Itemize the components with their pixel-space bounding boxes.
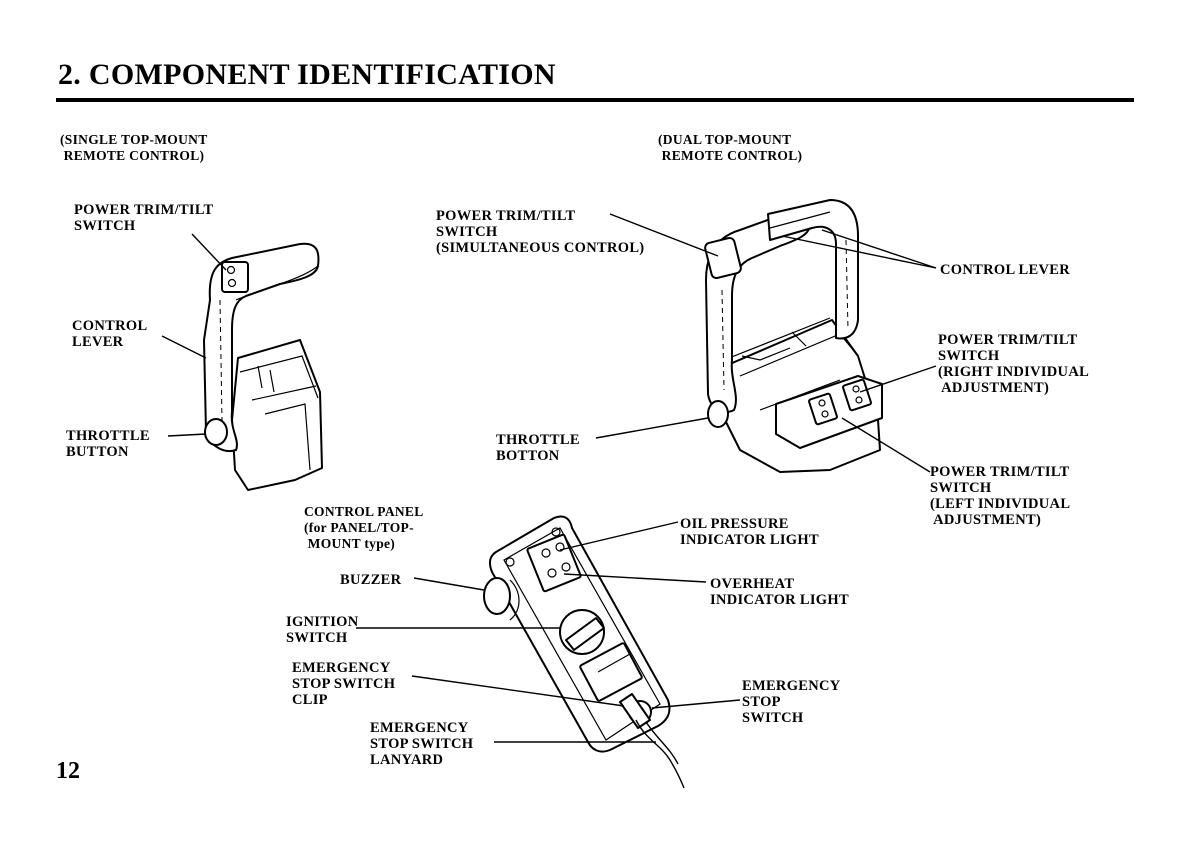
single-throttle-button-label: THROTTLE BUTTON bbox=[66, 428, 150, 460]
single-remote-caption: (SINGLE TOP-MOUNT REMOTE CONTROL) bbox=[60, 132, 208, 163]
page-title: 2. COMPONENT IDENTIFICATION bbox=[58, 58, 556, 91]
dual-trim-switch-simultaneous-label: POWER TRIM/TILT SWITCH (SIMULTANEOUS CON… bbox=[436, 208, 645, 256]
single-control-lever-label: CONTROL LEVER bbox=[72, 318, 148, 350]
buzzer-label: BUZZER bbox=[340, 572, 402, 588]
dual-trim-switch-right-label: POWER TRIM/TILT SWITCH (RIGHT INDIVIDUAL… bbox=[938, 332, 1090, 396]
dual-control-lever-label: CONTROL LEVER bbox=[940, 262, 1070, 278]
dual-throttle-button-label: THROTTLE BOTTON bbox=[496, 432, 580, 464]
ignition-switch-label: IGNITION SWITCH bbox=[286, 614, 359, 646]
dual-remote-control-drawing bbox=[704, 199, 883, 473]
overheat-light-label: OVERHEAT INDICATOR LIGHT bbox=[710, 576, 849, 608]
control-panel-drawing bbox=[483, 515, 685, 789]
emergency-stop-switch-label: EMERGENCY STOP SWITCH bbox=[742, 678, 841, 726]
single-trim-switch-label: POWER TRIM/TILT SWITCH bbox=[74, 202, 214, 234]
oil-pressure-light-label: OIL PRESSURE INDICATOR LIGHT bbox=[680, 516, 819, 548]
page-number: 12 bbox=[56, 758, 80, 784]
emergency-stop-clip-label: EMERGENCY STOP SWITCH CLIP bbox=[292, 660, 396, 708]
single-remote-control-drawing bbox=[203, 242, 323, 491]
emergency-stop-lanyard-label: EMERGENCY STOP SWITCH LANYARD bbox=[370, 720, 474, 768]
leader-lines bbox=[161, 213, 937, 743]
title-rule bbox=[56, 98, 1134, 102]
dual-remote-caption: (DUAL TOP-MOUNT REMOTE CONTROL) bbox=[658, 132, 803, 163]
control-panel-caption: CONTROL PANEL (for PANEL/TOP- MOUNT type… bbox=[304, 504, 424, 551]
dual-trim-switch-left-label: POWER TRIM/TILT SWITCH (LEFT INDIVIDUAL … bbox=[930, 464, 1071, 528]
